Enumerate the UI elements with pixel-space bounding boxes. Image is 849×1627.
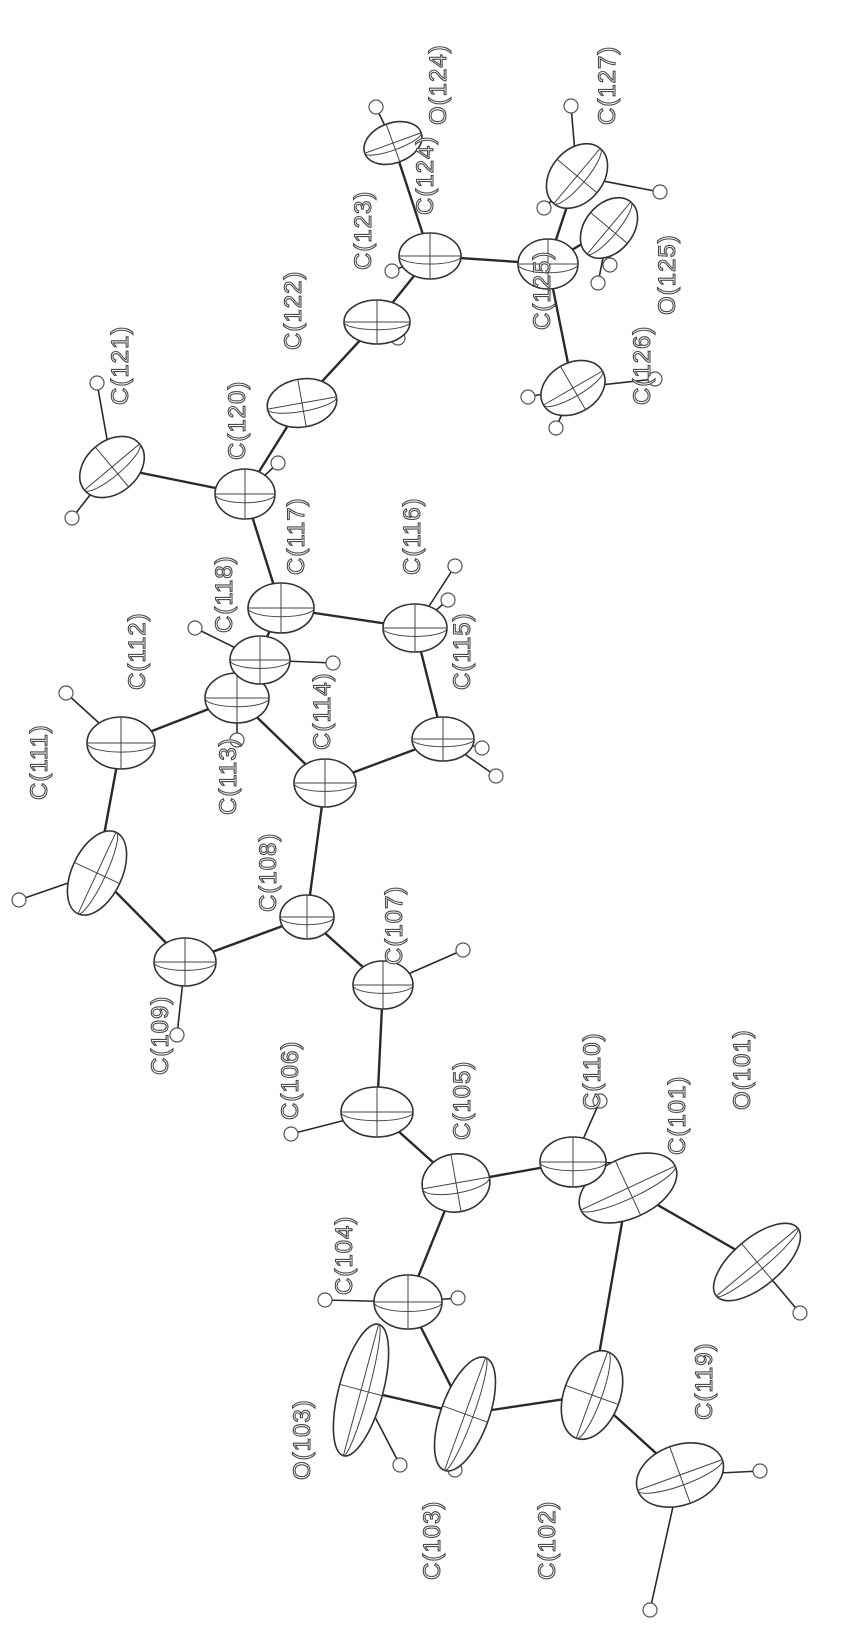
hydrogen-atom — [169, 1027, 185, 1043]
atom-label-C104: C(104) — [331, 1216, 358, 1295]
hydrogen-atom — [474, 740, 490, 756]
atom-label-C102: C(102) — [534, 1501, 561, 1580]
hydrogen-atom — [652, 184, 668, 200]
atom-label-C120: C(120) — [224, 381, 251, 460]
hydrogen-atom — [642, 1602, 658, 1618]
atom-C123 — [343, 299, 411, 345]
hydrogen-atom — [187, 620, 203, 636]
atom-C111 — [66, 830, 128, 916]
atom-C115 — [411, 716, 475, 762]
hydrogen-atom — [270, 455, 286, 471]
hydrogen-atom — [325, 655, 341, 671]
atom-label-C125: C(125) — [529, 251, 556, 330]
hydrogen-atom — [368, 99, 384, 115]
atom-C108 — [279, 894, 335, 940]
atom-label-C111: C(111) — [26, 724, 53, 800]
atom-C118 — [229, 635, 291, 685]
hydrogen-atom — [548, 420, 564, 436]
hydrogen-atom — [229, 732, 245, 748]
atom-label-O124: O(124) — [425, 44, 452, 125]
atom-O101 — [712, 1222, 802, 1302]
atom-label-C115: C(115) — [449, 612, 476, 690]
atom-C114 — [293, 758, 357, 808]
hydrogen-atom — [283, 1126, 299, 1142]
atom-label-O103: O(103) — [289, 1399, 316, 1480]
hydrogen-atom — [488, 768, 504, 784]
atom-label-C106: C(106) — [277, 1041, 304, 1120]
atom-C122 — [266, 377, 338, 429]
hydrogen-atom — [602, 257, 618, 273]
atom-label-C113: C(113) — [215, 737, 242, 815]
atom-C107 — [352, 960, 414, 1010]
hydrogen-atom — [317, 1292, 333, 1308]
hydrogen-atom — [440, 592, 456, 608]
hydrogen-atom — [392, 1457, 408, 1473]
atom-O103 — [332, 1323, 390, 1457]
atom-label-C127: C(127) — [594, 46, 621, 125]
atom-label-C108: C(108) — [255, 833, 282, 912]
atom-C109 — [153, 937, 217, 987]
hydrogen-atom — [563, 98, 579, 114]
atom-C117 — [247, 582, 315, 634]
hydrogen-atom — [590, 275, 606, 291]
hydrogen-atom — [64, 510, 80, 526]
atom-C119 — [635, 1442, 725, 1508]
atom-C113 — [204, 672, 270, 724]
hydrogen-atom — [792, 1305, 808, 1321]
atom-label-C122: C(122) — [280, 271, 307, 350]
atom-label-C110: C(110) — [579, 1032, 606, 1110]
atom-C110 — [539, 1136, 607, 1188]
atom-label-C116: C(116) — [399, 497, 426, 575]
atom-C102 — [560, 1349, 624, 1441]
atom-label-C124: C(124) — [412, 136, 439, 215]
hydrogen-atom — [536, 200, 552, 216]
atom-C126 — [540, 359, 606, 417]
atom-label-O101: O(101) — [729, 1029, 756, 1110]
hydrogen-atom — [447, 558, 463, 574]
atom-label-C118: C(118) — [211, 555, 238, 633]
atom-C104 — [373, 1274, 443, 1330]
atom-label-C119: C(119) — [691, 1342, 718, 1420]
atom-C125 — [517, 238, 579, 290]
hydrogen-atom — [455, 942, 471, 958]
atom-label-C114: C(114) — [309, 672, 336, 750]
atom-label-C105: C(105) — [449, 1061, 476, 1140]
atom-C105 — [421, 1153, 491, 1213]
hydrogen-atom — [58, 685, 74, 701]
atom-label-C109: C(109) — [147, 996, 174, 1075]
atom-label-C112: C(112) — [124, 612, 151, 690]
atom-O124 — [363, 120, 423, 166]
atom-C112 — [86, 716, 156, 770]
atom-C121 — [78, 435, 146, 499]
atom-O125 — [579, 196, 639, 260]
atom-C127 — [545, 142, 609, 210]
hydrogen-atom — [752, 1463, 768, 1479]
atom-label-C117: C(117) — [283, 497, 310, 575]
atom-label-C103: C(103) — [419, 1501, 446, 1580]
atom-label-C101: C(101) — [664, 1076, 691, 1155]
atom-C120 — [214, 468, 276, 520]
atom-C106 — [340, 1086, 414, 1138]
atom-label-O125: O(125) — [654, 234, 681, 315]
hydrogen-atom — [384, 263, 400, 279]
atom-C103 — [433, 1356, 497, 1472]
hydrogen-atom — [647, 371, 663, 387]
hydrogen-atom — [592, 1093, 608, 1109]
hydrogen-atom — [89, 375, 105, 391]
atom-label-C126: C(126) — [629, 326, 656, 405]
atom-label-C123: C(123) — [350, 191, 377, 270]
atom-C116 — [382, 603, 448, 653]
atom-label-C121: C(121) — [107, 326, 134, 405]
hydrogen-atom — [11, 892, 27, 908]
hydrogen-atom — [450, 1290, 466, 1306]
hydrogen-atom — [520, 389, 536, 405]
atom-label-C107: C(107) — [381, 886, 408, 965]
atom-C124 — [398, 232, 462, 280]
